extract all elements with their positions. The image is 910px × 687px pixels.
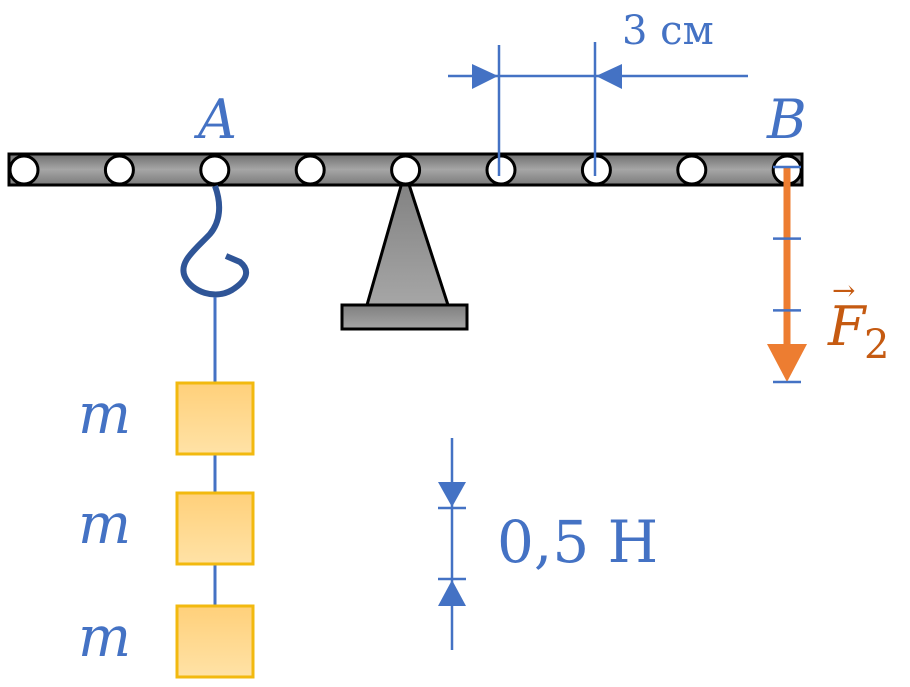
distance-arrow-left — [596, 64, 622, 89]
lever-hole — [676, 154, 708, 186]
force-scale-arrow-up — [438, 580, 466, 606]
lever-hole-pivot — [390, 154, 422, 186]
fulcrum-triangle — [365, 166, 451, 307]
mass-block — [175, 604, 255, 679]
force-scale-arrow-down — [438, 482, 466, 507]
point-a-label: A — [193, 88, 237, 151]
lever-hole-a — [199, 154, 231, 186]
lever-holes — [8, 154, 803, 186]
mass-block — [175, 491, 255, 566]
distance-arrow-right — [472, 64, 498, 89]
hook-icon — [180, 184, 250, 298]
mass-block — [175, 381, 255, 456]
lever-hole — [103, 154, 135, 186]
lever-hole — [580, 154, 612, 186]
distance-scale — [448, 42, 748, 176]
mass-label: m — [78, 382, 131, 447]
distance-scale-label: 3 см — [622, 8, 714, 54]
fulcrum-base — [340, 303, 469, 331]
force-f2-vector — [767, 165, 807, 384]
point-b-label: B — [766, 88, 807, 151]
lever-hole — [294, 154, 326, 186]
fulcrum — [340, 166, 469, 331]
lever-hole — [485, 154, 517, 186]
force-scale — [438, 438, 466, 650]
force-f2-arrowhead — [767, 344, 807, 382]
lever-hole — [8, 154, 40, 186]
force-scale-label: 0,5 Н — [497, 508, 658, 576]
mass-label: m — [78, 492, 131, 557]
force-vector-arrow: → — [832, 274, 855, 307]
force-f2-label: F — [827, 295, 868, 358]
mass-label: m — [78, 605, 131, 670]
force-f2-subscript: 2 — [864, 322, 889, 368]
masses-stack: mmm — [78, 381, 255, 679]
